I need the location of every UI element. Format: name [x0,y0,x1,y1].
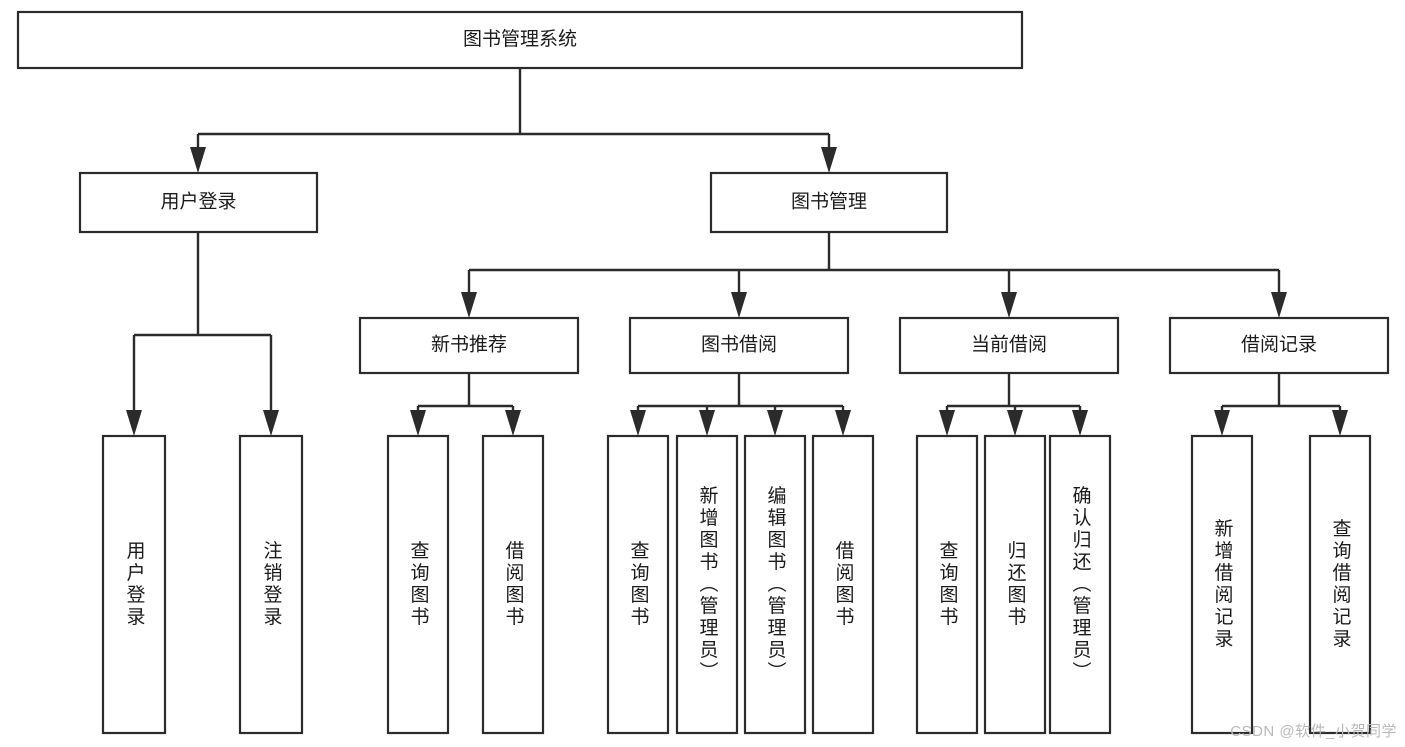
node-leaf-add-book[interactable]: 新增图书（管理员） [675,434,739,735]
connector-layer [126,68,1348,436]
node-box-leaf-query-book-rec[interactable] [386,434,450,735]
connector-group-root-to-level1 [190,68,837,173]
node-box-user-login[interactable] [78,171,319,234]
connector-group-currentborrow-to-leaves [939,373,1088,436]
arrow-head-icon [1271,292,1287,318]
arrow-head-icon [630,410,646,436]
node-box-new-book-recommend[interactable] [358,316,580,375]
arrow-head-icon [190,147,206,173]
node-box-root[interactable] [16,10,1024,70]
node-label-book-borrow: 图书借阅 [701,334,777,356]
connector-group-newbook-to-leaves [410,373,521,436]
arrow-head-icon [821,147,837,173]
node-label-leaf-query-book-cur: 查询图书 [937,540,959,628]
node-label-leaf-user-login: 用户登录 [124,541,146,629]
arrow-head-icon [263,410,279,436]
connector-group-bookborrow-to-leaves [630,373,851,436]
arrow-head-icon [835,410,851,436]
node-box-leaf-return-book[interactable] [983,434,1047,735]
node-user-login[interactable]: 用户登录 [78,171,319,234]
node-leaf-edit-book[interactable]: 编辑图书（管理员） [743,434,807,735]
node-label-leaf-borrow-book-rec: 借阅图书 [503,540,525,628]
arrow-head-icon [461,292,477,318]
node-leaf-borrow-book[interactable]: 借阅图书 [811,434,875,735]
node-box-leaf-user-login[interactable] [101,434,167,735]
node-box-borrow-record[interactable] [1168,316,1390,375]
node-box-leaf-query-book-borrow[interactable] [606,434,670,735]
node-label-user-login: 用户登录 [160,191,236,213]
node-current-borrow[interactable]: 当前借阅 [898,316,1120,375]
connector-group-borrowrecord-to-leaves [1214,373,1348,436]
node-box-leaf-confirm-return[interactable] [1048,434,1112,735]
node-label-leaf-borrow-book: 借阅图书 [833,540,855,628]
node-box-book-manage[interactable] [709,171,949,234]
node-label-leaf-return-book: 归还图书 [1005,540,1027,628]
arrow-head-icon [1007,410,1023,436]
node-leaf-query-book-cur[interactable]: 查询图书 [915,434,979,735]
node-leaf-logout[interactable]: 注销登录 [238,434,304,735]
node-label-leaf-query-record: 查询借阅记录 [1330,518,1352,650]
node-layer: 图书管理系统用户登录图书管理新书推荐图书借阅当前借阅借阅记录用户登录注销登录查询… [16,10,1390,735]
node-label-borrow-record: 借阅记录 [1241,334,1317,356]
arrow-head-icon [1332,410,1348,436]
node-box-leaf-logout[interactable] [238,434,304,735]
node-label-leaf-add-book: 新增图书（管理员） [697,485,719,683]
arrow-head-icon [410,410,426,436]
arrow-head-icon [731,292,747,318]
node-box-leaf-add-book[interactable] [675,434,739,735]
node-new-book-recommend[interactable]: 新书推荐 [358,316,580,375]
node-leaf-query-book-borrow[interactable]: 查询图书 [606,434,670,735]
node-root[interactable]: 图书管理系统 [16,10,1024,70]
node-leaf-return-book[interactable]: 归还图书 [983,434,1047,735]
arrow-head-icon [699,410,715,436]
arrow-head-icon [126,410,142,436]
node-label-leaf-add-record: 新增借阅记录 [1212,518,1234,650]
arrow-head-icon [1072,410,1088,436]
arrow-head-icon [1001,292,1017,318]
node-box-current-borrow[interactable] [898,316,1120,375]
node-book-manage[interactable]: 图书管理 [709,171,949,234]
node-box-leaf-add-record[interactable] [1190,434,1254,735]
node-label-leaf-query-book-rec: 查询图书 [408,540,430,628]
node-label-root: 图书管理系统 [463,28,577,50]
node-label-new-book-recommend: 新书推荐 [431,334,507,356]
node-box-leaf-query-book-cur[interactable] [915,434,979,735]
node-box-leaf-borrow-book-rec[interactable] [481,434,545,735]
node-box-leaf-query-record[interactable] [1308,434,1372,735]
arrow-head-icon [505,410,521,436]
arrow-head-icon [1214,410,1230,436]
node-book-borrow[interactable]: 图书借阅 [628,316,850,375]
node-leaf-query-record[interactable]: 查询借阅记录 [1308,434,1372,735]
node-box-book-borrow[interactable] [628,316,850,375]
node-label-leaf-query-book-borrow: 查询图书 [628,540,650,628]
node-leaf-user-login[interactable]: 用户登录 [101,434,167,735]
csdn-watermark: CSDN @软件_小贺同学 [1230,723,1397,740]
node-leaf-borrow-book-rec[interactable]: 借阅图书 [481,434,545,735]
node-leaf-query-book-rec[interactable]: 查询图书 [386,434,450,735]
node-leaf-add-record[interactable]: 新增借阅记录 [1190,434,1254,735]
node-label-leaf-confirm-return: 确认归还（管理员） [1070,485,1092,683]
node-label-leaf-logout: 注销登录 [261,540,283,628]
node-label-current-borrow: 当前借阅 [971,334,1047,356]
node-label-leaf-edit-book: 编辑图书（管理员） [765,485,787,683]
node-box-leaf-borrow-book[interactable] [811,434,875,735]
node-label-book-manage: 图书管理 [791,191,867,213]
arrow-head-icon [767,410,783,436]
node-box-leaf-edit-book[interactable] [743,434,807,735]
node-borrow-record[interactable]: 借阅记录 [1168,316,1390,375]
arrow-head-icon [939,410,955,436]
node-leaf-confirm-return[interactable]: 确认归还（管理员） [1048,434,1112,735]
connector-group-bookmanage-to-level2 [461,232,1287,318]
connector-group-userlogin-to-leaves [126,232,279,436]
